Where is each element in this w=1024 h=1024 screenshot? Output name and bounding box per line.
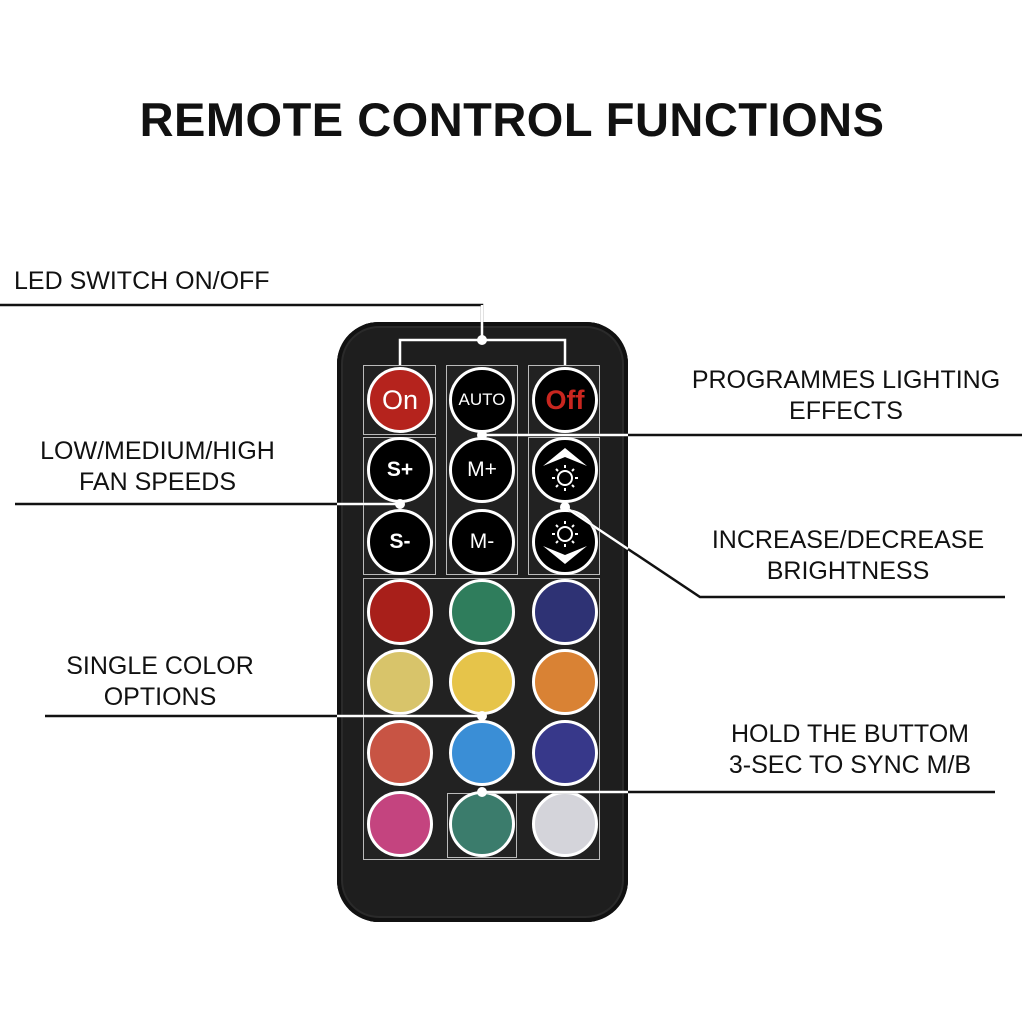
color-button[interactable] bbox=[532, 649, 598, 715]
programmes-label-line2: EFFECTS bbox=[789, 397, 903, 425]
led-switch-line bbox=[0, 303, 484, 340]
fan-speed-label-line1: LOW/MEDIUM/HIGH bbox=[40, 437, 275, 465]
color-button[interactable] bbox=[367, 720, 433, 786]
brightness-label: INCREASE/DECREASE BRIGHTNESS bbox=[680, 525, 1016, 587]
page-title: REMOTE CONTROL FUNCTIONS bbox=[139, 93, 885, 146]
single-color-label-line1: SINGLE COLOR bbox=[66, 652, 254, 680]
off-button[interactable]: Off bbox=[532, 367, 598, 433]
color-button[interactable] bbox=[532, 791, 598, 857]
sync-label-line1: HOLD THE BUTTOM bbox=[731, 720, 969, 748]
single-color-label: SINGLE COLOR OPTIONS bbox=[40, 651, 280, 713]
color-button[interactable] bbox=[449, 579, 515, 645]
mode-down-button[interactable]: M- bbox=[449, 509, 515, 575]
sync-label-line2: 3-SEC TO SYNC M/B bbox=[728, 751, 972, 779]
brightness-down-button[interactable] bbox=[532, 509, 598, 575]
speed-up-button[interactable]: S+ bbox=[367, 437, 433, 503]
color-button[interactable] bbox=[532, 720, 598, 786]
brightness-label-line2: BRIGHTNESS bbox=[766, 557, 930, 585]
programmes-label-line1: PROGRAMMES LIGHTING bbox=[691, 366, 1001, 394]
brightness-up-button[interactable] bbox=[532, 437, 598, 503]
led-switch-label: LED SWITCH ON/OFF bbox=[14, 267, 270, 295]
on-button[interactable]: On bbox=[367, 367, 433, 433]
color-button[interactable] bbox=[449, 720, 515, 786]
fan-speed-label: LOW/MEDIUM/HIGH FAN SPEEDS bbox=[10, 436, 305, 498]
color-button[interactable] bbox=[367, 649, 433, 715]
fan-speed-label-line2: FAN SPEEDS bbox=[79, 468, 236, 496]
color-button[interactable] bbox=[367, 579, 433, 645]
speed-down-button[interactable]: S- bbox=[367, 509, 433, 575]
programmes-label: PROGRAMMES LIGHTING EFFECTS bbox=[660, 365, 1024, 427]
sun-down-icon bbox=[543, 521, 587, 564]
color-button[interactable] bbox=[367, 791, 433, 857]
sun-up-icon bbox=[543, 448, 587, 491]
single-color-label-line2: OPTIONS bbox=[103, 683, 217, 711]
brightness-label-line1: INCREASE/DECREASE bbox=[711, 526, 985, 554]
color-button[interactable] bbox=[532, 579, 598, 645]
sync-label: HOLD THE BUTTOM 3-SEC TO SYNC M/B bbox=[690, 719, 1010, 781]
